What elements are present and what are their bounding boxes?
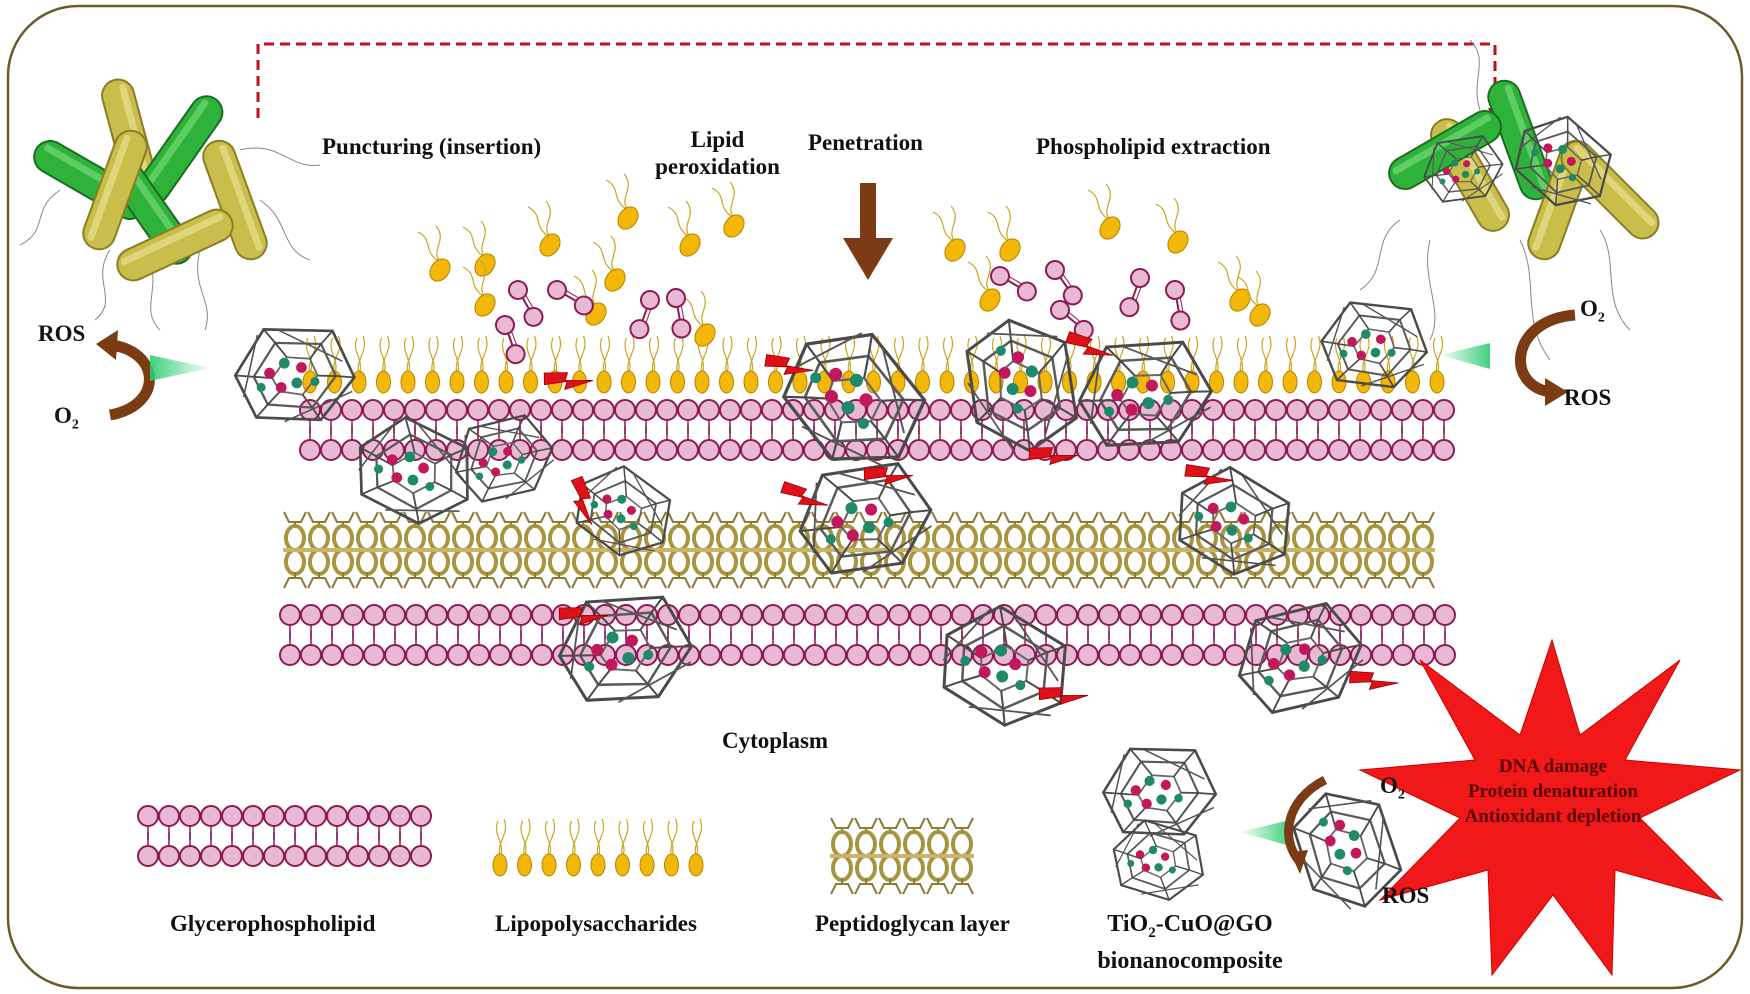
outer-frame xyxy=(6,4,1744,990)
label-ros-right: ROS xyxy=(1564,385,1612,410)
o2-right-sub: 2 xyxy=(1597,310,1605,326)
label-o2-right: O2 xyxy=(1580,295,1605,332)
o2-legend-text: O xyxy=(1380,773,1398,798)
label-lipid-peroxidation: Lipid peroxidation xyxy=(650,126,785,180)
damage-burst xyxy=(1358,638,1742,977)
composite-name: bionanocomposite xyxy=(1097,947,1283,974)
label-lipid-peroxidation-line1: Lipid xyxy=(690,127,745,152)
bacteria-left xyxy=(19,74,321,331)
damage-dna: DNA damage xyxy=(1498,756,1608,777)
o2-left-text: O xyxy=(54,403,72,428)
legend-composite-icon xyxy=(1095,734,1421,926)
composite-tio: TiO xyxy=(1107,911,1149,937)
label-ros-legend: ROS xyxy=(1382,883,1430,908)
o2-legend-sub: 2 xyxy=(1397,787,1405,803)
label-cytoplasm: Cytoplasm xyxy=(722,728,829,753)
composite-sub: 2 xyxy=(1148,924,1156,941)
o2-left-sub: 2 xyxy=(71,417,79,433)
ros-cycle-left xyxy=(96,330,210,421)
legend-label-peptidoglycan: Peptidoglycan layer xyxy=(815,911,1010,936)
bacteria-right xyxy=(1359,39,1667,361)
legend-label-glycerophospholipid: Glycerophospholipid xyxy=(170,911,376,936)
ros-cycle-right xyxy=(1440,309,1576,406)
composite-formula: TiO2-CuO@GO xyxy=(1080,910,1300,947)
label-penetration: Penetration xyxy=(808,130,923,155)
legend-label-composite: TiO2-CuO@GO bionanocomposite xyxy=(1080,910,1300,975)
label-phospholipid-extraction: Phospholipid extraction xyxy=(1036,134,1271,159)
damage-antioxidant: Antioxidant depletion xyxy=(1464,806,1642,827)
composite-rest: -CuO@GO xyxy=(1155,911,1273,937)
damage-protein: Protein denaturation xyxy=(1467,781,1639,802)
label-lipid-peroxidation-line2: peroxidation xyxy=(655,154,780,179)
damage-effects: DNA damage Protein denaturation Antioxid… xyxy=(1418,754,1688,829)
label-o2-left: O2 xyxy=(54,402,79,439)
dashed-arrow xyxy=(256,42,1497,118)
penetration-arrow xyxy=(843,183,893,280)
label-puncturing: Puncturing (insertion) xyxy=(322,134,542,159)
o2-right-text: O xyxy=(1580,296,1598,321)
legend-label-lipopolysaccharides: Lipopolysaccharides xyxy=(495,911,697,936)
label-o2-legend: O2 xyxy=(1380,772,1405,809)
label-ros-left: ROS xyxy=(38,321,86,346)
